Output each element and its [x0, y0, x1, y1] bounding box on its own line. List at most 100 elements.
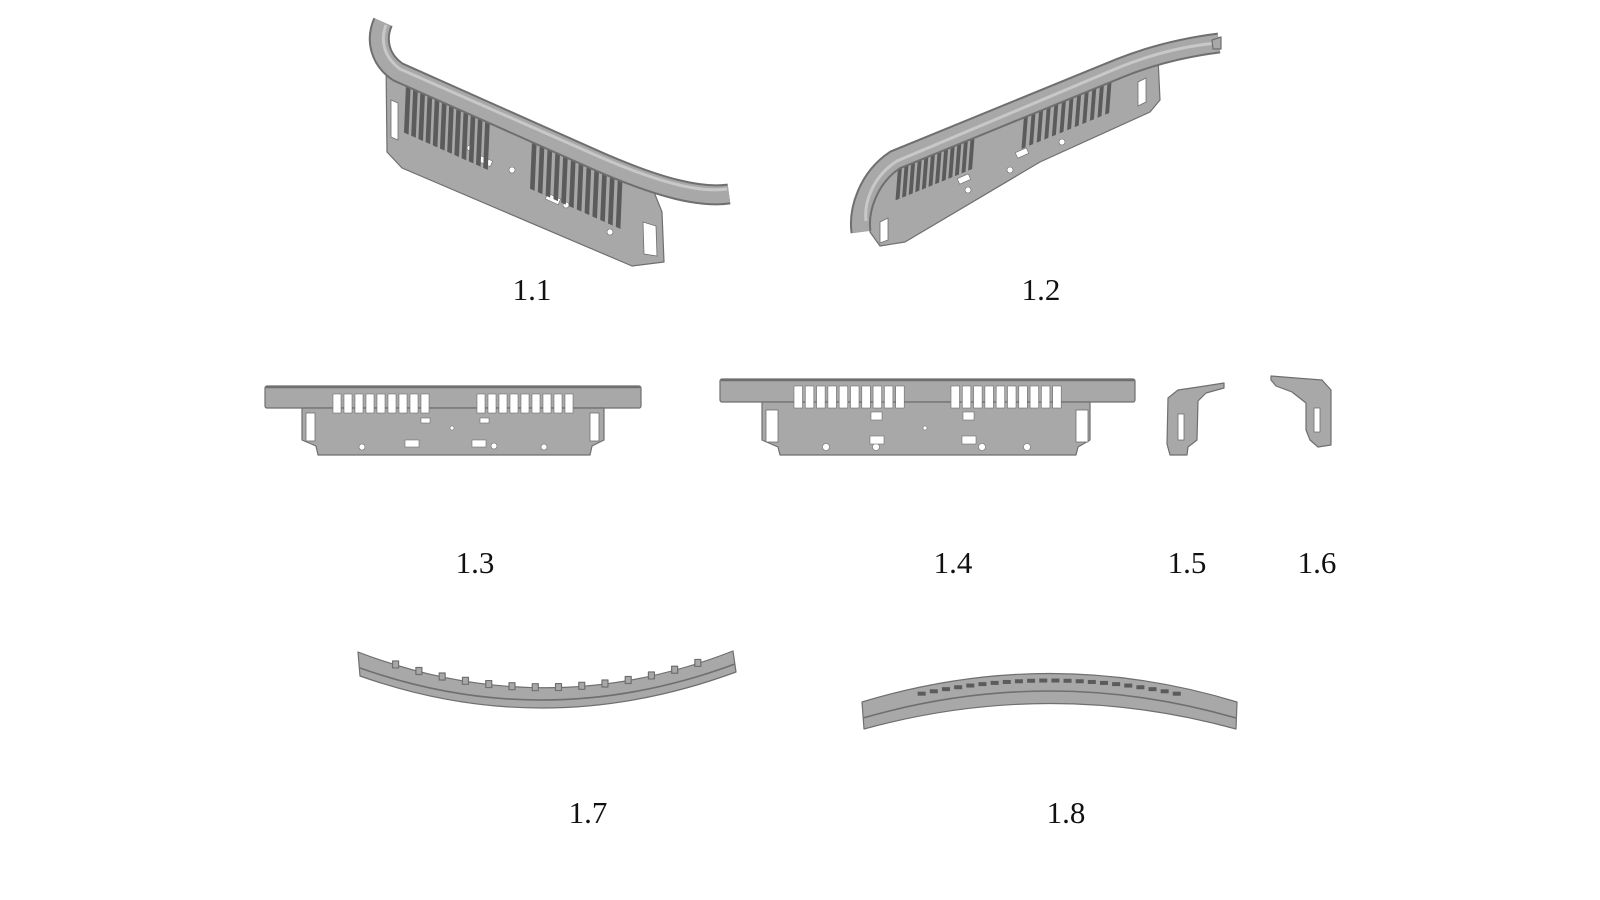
- mounting-slot: [1014, 147, 1030, 159]
- vent-slot: [948, 144, 955, 179]
- clip-tab: [508, 682, 516, 691]
- vent-slot: [592, 168, 599, 219]
- bracket-cutout: [1177, 413, 1185, 441]
- vent-slot: [1074, 92, 1082, 128]
- vent-slot: [954, 685, 963, 690]
- clip-tab: [578, 681, 586, 690]
- view-label-1-2: 1.2: [1022, 272, 1061, 307]
- bracket-cutout: [879, 217, 889, 244]
- vent-slot: [941, 147, 949, 182]
- vent-slot: [531, 393, 541, 414]
- vent-slot: [1051, 678, 1060, 683]
- clip-tab: [438, 672, 446, 681]
- vent-slot: [432, 97, 440, 148]
- vent-slot: [961, 385, 972, 409]
- vent-slot: [404, 84, 411, 135]
- vent-slot: [1041, 385, 1051, 409]
- clip-tab: [601, 679, 609, 688]
- clip-tab: [647, 671, 656, 680]
- clip-tab: [694, 658, 702, 668]
- clip-tabs: [391, 658, 702, 692]
- vent-slot: [447, 103, 454, 154]
- vent-slot: [1036, 108, 1044, 143]
- vent-slot: [929, 689, 938, 694]
- vent-slot: [902, 163, 909, 198]
- vent-slot: [935, 149, 942, 185]
- vent-slots: [404, 84, 623, 229]
- vent-slot: [1002, 679, 1011, 684]
- vent-slot: [461, 110, 469, 161]
- part-view-1-4: 1.4: [719, 378, 1136, 580]
- vent-slot: [1039, 678, 1048, 683]
- vent-slot: [1051, 102, 1059, 137]
- vent-slot: [1099, 680, 1108, 685]
- vent-slot: [1160, 689, 1169, 694]
- clip-tab: [671, 665, 679, 674]
- vent-slot: [561, 154, 568, 205]
- vent-slot: [608, 175, 615, 226]
- vent-slot: [1018, 385, 1028, 409]
- clip-tab: [554, 682, 563, 692]
- vent-slot: [966, 683, 975, 688]
- mounting-slot: [471, 439, 487, 448]
- part-view-1-3: 1.3: [264, 385, 642, 580]
- bracket-cutout: [1313, 407, 1321, 433]
- vent-slots: [793, 385, 1062, 409]
- vent-slot: [420, 393, 430, 414]
- mounting-hole: [822, 443, 830, 451]
- vent-slot: [600, 171, 607, 222]
- top-flange-highlight: [381, 24, 728, 192]
- bracket-cutout: [765, 409, 779, 443]
- part-view-1-6: 1.6: [1270, 375, 1336, 580]
- vent-slot: [1007, 385, 1017, 409]
- vent-slot: [569, 158, 576, 209]
- part-view-1-2: 1.2: [850, 32, 1222, 307]
- vent-slot: [1148, 687, 1157, 692]
- vent-slot: [1059, 99, 1066, 134]
- vent-slot: [411, 87, 418, 138]
- vent-slot: [332, 393, 342, 414]
- mounting-hole: [449, 425, 455, 431]
- vent-slot: [576, 161, 584, 212]
- vent-slot: [950, 385, 960, 409]
- vent-slot: [564, 393, 574, 414]
- clip-tab: [415, 666, 423, 676]
- vent-slot: [398, 393, 408, 414]
- vent-slot: [1029, 385, 1039, 409]
- vent-slot: [387, 393, 397, 414]
- mounting-hole: [964, 186, 972, 194]
- mounting-hole: [490, 442, 498, 450]
- vent-slot: [995, 385, 1006, 409]
- vent-slot: [468, 113, 476, 164]
- vent-slot: [1112, 682, 1121, 687]
- clip-tab: [461, 676, 470, 685]
- top-flange: [719, 378, 1136, 403]
- vent-slot: [1021, 114, 1028, 149]
- view-label-1-8: 1.8: [1047, 795, 1086, 830]
- vent-slot: [1124, 683, 1133, 688]
- vent-slot: [872, 385, 882, 409]
- mounting-slot: [870, 411, 883, 421]
- vent-slot: [520, 393, 530, 414]
- vent-slots: [895, 80, 1112, 201]
- view-label-1-4: 1.4: [934, 545, 973, 580]
- vent-slot: [425, 94, 433, 145]
- vent-slot: [1067, 96, 1074, 131]
- mounting-hole: [922, 425, 928, 431]
- vent-slot: [908, 160, 916, 195]
- vent-slot: [483, 119, 490, 170]
- mounting-hole: [540, 443, 548, 451]
- bracket-panel: [301, 407, 605, 456]
- vent-slot: [1087, 679, 1096, 684]
- bracket-cutout: [305, 412, 316, 442]
- mounting-hole: [508, 166, 516, 174]
- vent-slot: [941, 687, 950, 692]
- vent-slot: [861, 385, 871, 409]
- mounting-hole: [1023, 443, 1031, 451]
- vent-slot: [1063, 678, 1072, 683]
- vent-slot: [454, 107, 461, 158]
- vent-slot: [1136, 685, 1145, 690]
- part-view-1-1: 1.1: [368, 17, 731, 307]
- vent-slot: [917, 691, 926, 696]
- vent-slot: [343, 393, 353, 414]
